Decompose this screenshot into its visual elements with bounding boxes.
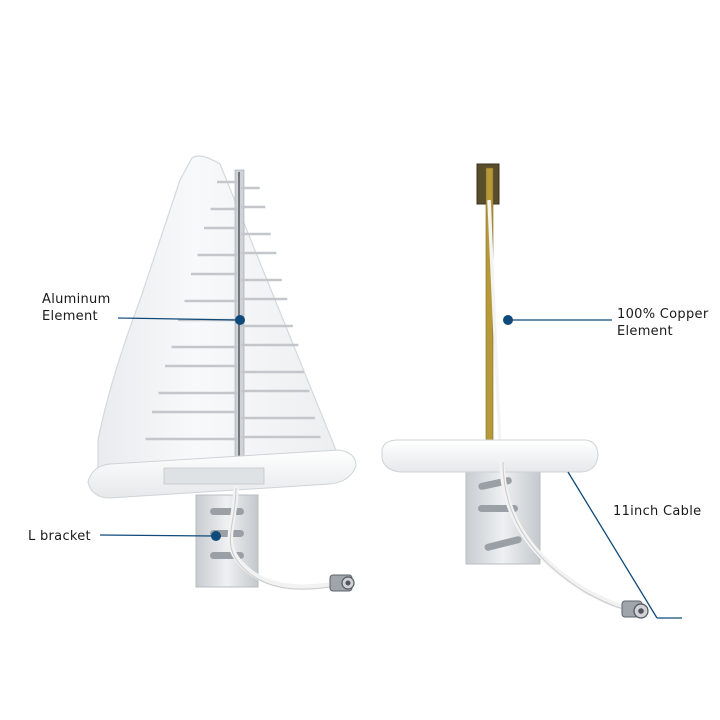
- right-base: [381, 439, 599, 473]
- callout-dot: [211, 531, 221, 541]
- left-radome: [97, 155, 341, 471]
- copper-element-label: 100% Copper Element: [617, 307, 709, 339]
- callout-copper: [503, 315, 612, 325]
- callout-aluminum: [117, 315, 245, 325]
- callout-bracket: [99, 531, 221, 541]
- callout-dot: [235, 315, 245, 325]
- right-antenna: [381, 163, 649, 619]
- aluminum-element-label: Aluminum Element: [42, 292, 111, 324]
- cable-label: 11inch Cable: [613, 504, 702, 519]
- right-n-connector: [621, 600, 649, 619]
- left-antenna: [87, 155, 357, 592]
- right-copper-elements: [382, 170, 597, 439]
- left-n-connector: [329, 574, 355, 592]
- l-bracket-label: L bracket: [28, 529, 91, 544]
- callout-cable: [567, 471, 682, 619]
- callout-dot: [503, 315, 513, 325]
